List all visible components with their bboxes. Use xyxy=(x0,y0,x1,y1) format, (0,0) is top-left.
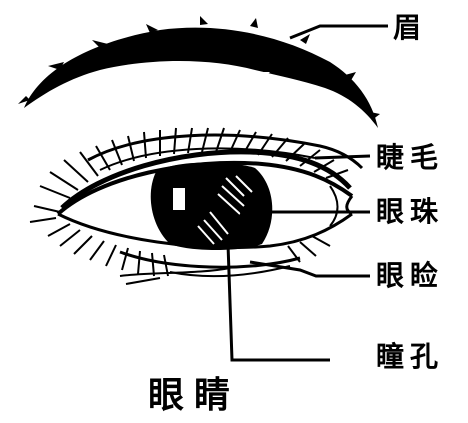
label-eyelid: 眼睑 xyxy=(376,259,445,292)
label-eyelash: 睫毛 xyxy=(376,141,445,174)
label-pupil: 瞳孔 xyxy=(376,340,445,373)
upper-eyelashes-drawing xyxy=(29,127,349,223)
lower-eyelashes-drawing xyxy=(47,223,331,285)
leader-eyebrow xyxy=(289,24,388,40)
eyeball-drawing xyxy=(150,162,273,250)
leader-pupil xyxy=(226,243,330,362)
label-eyeball: 眼珠 xyxy=(376,195,445,228)
eyebrow-drawing xyxy=(18,16,380,128)
label-eyebrow: 眉 xyxy=(393,11,422,44)
leader-eyelash xyxy=(314,154,371,160)
leader-eyelid xyxy=(249,260,370,278)
diagram-title: 眼睛 xyxy=(148,375,241,416)
leader-lines xyxy=(226,24,388,362)
